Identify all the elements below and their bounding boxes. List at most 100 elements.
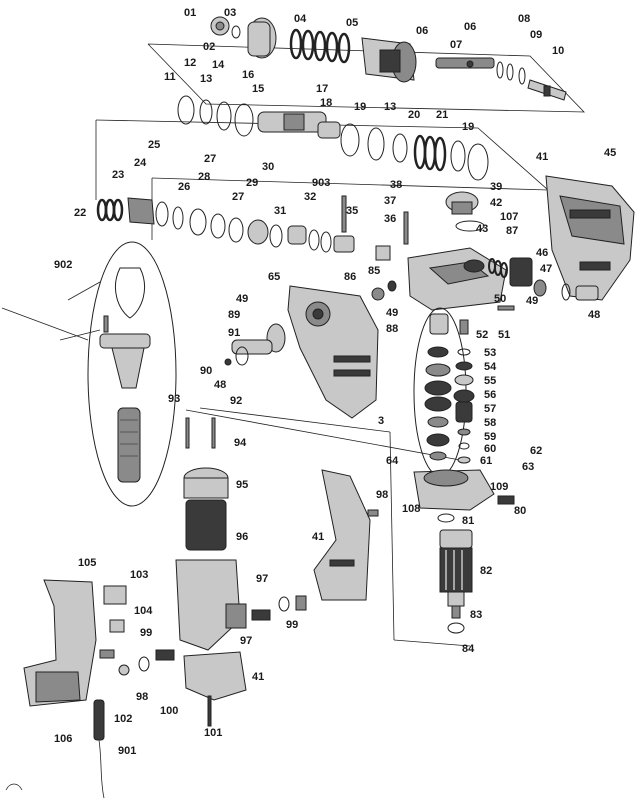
label-13b: 13 [384, 101, 396, 113]
label-57: 58 [484, 417, 496, 429]
label-11: 11 [164, 71, 176, 83]
label-87: 41 [536, 151, 548, 163]
label-21: 21 [436, 109, 448, 121]
label-40: 28 [198, 171, 210, 183]
label-09: 09 [530, 29, 542, 41]
label-109: 64 [386, 455, 399, 467]
label-100: 41 [252, 671, 264, 683]
label-19a: 19 [354, 101, 366, 113]
label-24: 24 [134, 157, 147, 169]
label-07: 07 [450, 39, 462, 51]
callout-oval-901 [87, 241, 177, 507]
label-52: 53 [484, 347, 496, 359]
label-02: 02 [203, 41, 215, 53]
label-38: 39 [490, 181, 502, 193]
label-42: 43 [476, 223, 488, 235]
label-41a: 45 [604, 147, 616, 159]
label-104: 105 [78, 557, 96, 569]
label-61: 62 [530, 445, 542, 457]
label-98b: 100 [160, 705, 178, 717]
callout-labels: 01 02 03 04 05 06 06 07 08 09 10 11 12 1… [54, 7, 616, 757]
label-27b: 29 [246, 177, 258, 189]
label-49a: 51 [498, 329, 510, 341]
label-92: 93 [168, 393, 180, 405]
label-41c: 101 [204, 727, 222, 739]
label-25: 25 [148, 139, 160, 151]
label-49c: 89 [228, 309, 240, 321]
label-65: 49 [386, 307, 398, 319]
label-35: 36 [384, 213, 396, 225]
label-03: 03 [224, 7, 236, 19]
label-18: 18 [320, 97, 332, 109]
label-85: 86 [344, 271, 356, 283]
label-83: 84 [462, 643, 475, 655]
label-99a: 99 [140, 627, 152, 639]
label-105: 106 [54, 733, 72, 745]
label-48a: 50 [494, 293, 506, 305]
label-01: 01 [184, 7, 196, 19]
third-row-parts [96, 191, 485, 261]
label-08: 08 [518, 13, 530, 25]
label-903: 35 [346, 205, 358, 217]
handle-cover [313, 469, 379, 601]
armature [439, 529, 473, 634]
label-90: 48 [214, 379, 226, 391]
label-89: 91 [228, 327, 240, 339]
label-901: 902 [54, 259, 72, 271]
label-37: 38 [390, 179, 402, 191]
label-97a: 99 [286, 619, 298, 631]
label-98a: 97 [256, 573, 268, 585]
label-63: 108 [402, 503, 420, 515]
label-96: 41 [312, 531, 324, 543]
label-05: 05 [346, 17, 358, 29]
label-51: 52 [476, 329, 488, 341]
label-20: 20 [408, 109, 420, 121]
label-26: 26 [178, 181, 190, 193]
label-88: 49 [236, 293, 248, 305]
label-14: 14 [212, 59, 225, 71]
label-902: 3 [378, 415, 384, 427]
label-47: 48 [588, 309, 600, 321]
label-31: 32 [304, 191, 316, 203]
label-32: 903 [312, 177, 330, 189]
label-50: 49 [526, 295, 538, 307]
label-64: 80 [514, 505, 526, 517]
label-58: 59 [484, 431, 496, 443]
label-27a: 27 [204, 153, 216, 165]
label-56: 57 [484, 403, 496, 415]
label-60: 61 [480, 455, 492, 467]
label-91: 90 [200, 365, 212, 377]
label-23: 23 [112, 169, 124, 181]
label-06a: 06 [416, 25, 428, 37]
label-41b: 98 [376, 489, 388, 501]
label-28: 27 [232, 191, 244, 203]
label-94: 95 [236, 479, 248, 491]
callout-oval-902 [413, 307, 467, 477]
selector-knob-parts [224, 323, 286, 366]
top-row-parts [210, 16, 567, 101]
label-15: 15 [252, 83, 264, 95]
label-19b: 19 [462, 121, 474, 133]
label-36: 37 [384, 195, 396, 207]
label-48b: 92 [230, 395, 242, 407]
label-53: 54 [484, 361, 497, 373]
label-30: 31 [274, 205, 286, 217]
label-107: 87 [506, 225, 518, 237]
label-99b: 97 [240, 635, 252, 647]
label-10: 10 [552, 45, 564, 57]
label-16: 16 [242, 69, 254, 81]
label-106: 901 [118, 745, 136, 757]
label-108: 109 [490, 481, 508, 493]
label-103: 104 [134, 605, 153, 617]
label-06b: 06 [464, 21, 476, 33]
label-101: 102 [114, 713, 132, 725]
label-55: 56 [484, 389, 496, 401]
label-46: 47 [540, 263, 552, 275]
rear-handle [5, 579, 127, 799]
label-62: 63 [522, 461, 534, 473]
label-81: 82 [480, 565, 492, 577]
label-43: 107 [500, 211, 518, 223]
label-82: 83 [470, 609, 482, 621]
motor-housing [175, 417, 247, 727]
